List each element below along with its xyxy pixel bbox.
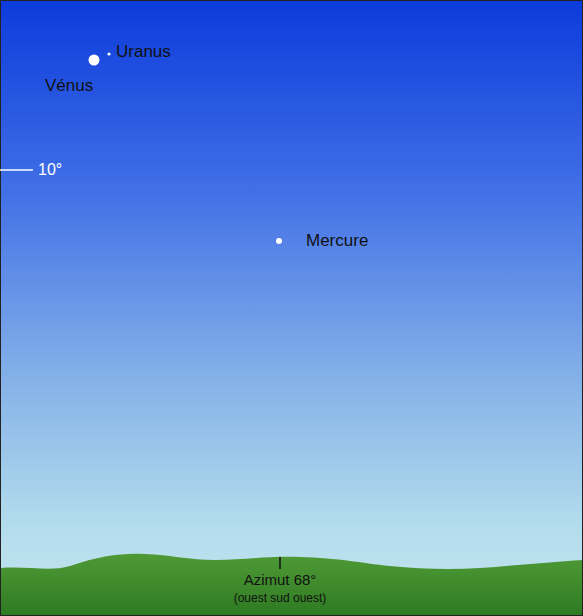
mercury-dot — [276, 238, 282, 244]
azimuth-label: Azimut 68° — [244, 571, 317, 588]
azimuth-tick — [279, 557, 281, 569]
planet-label: Vénus — [45, 76, 93, 96]
uranus-dot — [107, 52, 110, 55]
planet-label: Mercure — [306, 231, 368, 251]
venus-dot — [89, 55, 100, 66]
altitude-tick — [0, 169, 33, 171]
altitude-label: 10° — [38, 161, 62, 179]
ground-hills — [0, 554, 583, 616]
direction-label: (ouest sud ouest) — [234, 592, 327, 606]
planet-label: Uranus — [116, 42, 171, 62]
